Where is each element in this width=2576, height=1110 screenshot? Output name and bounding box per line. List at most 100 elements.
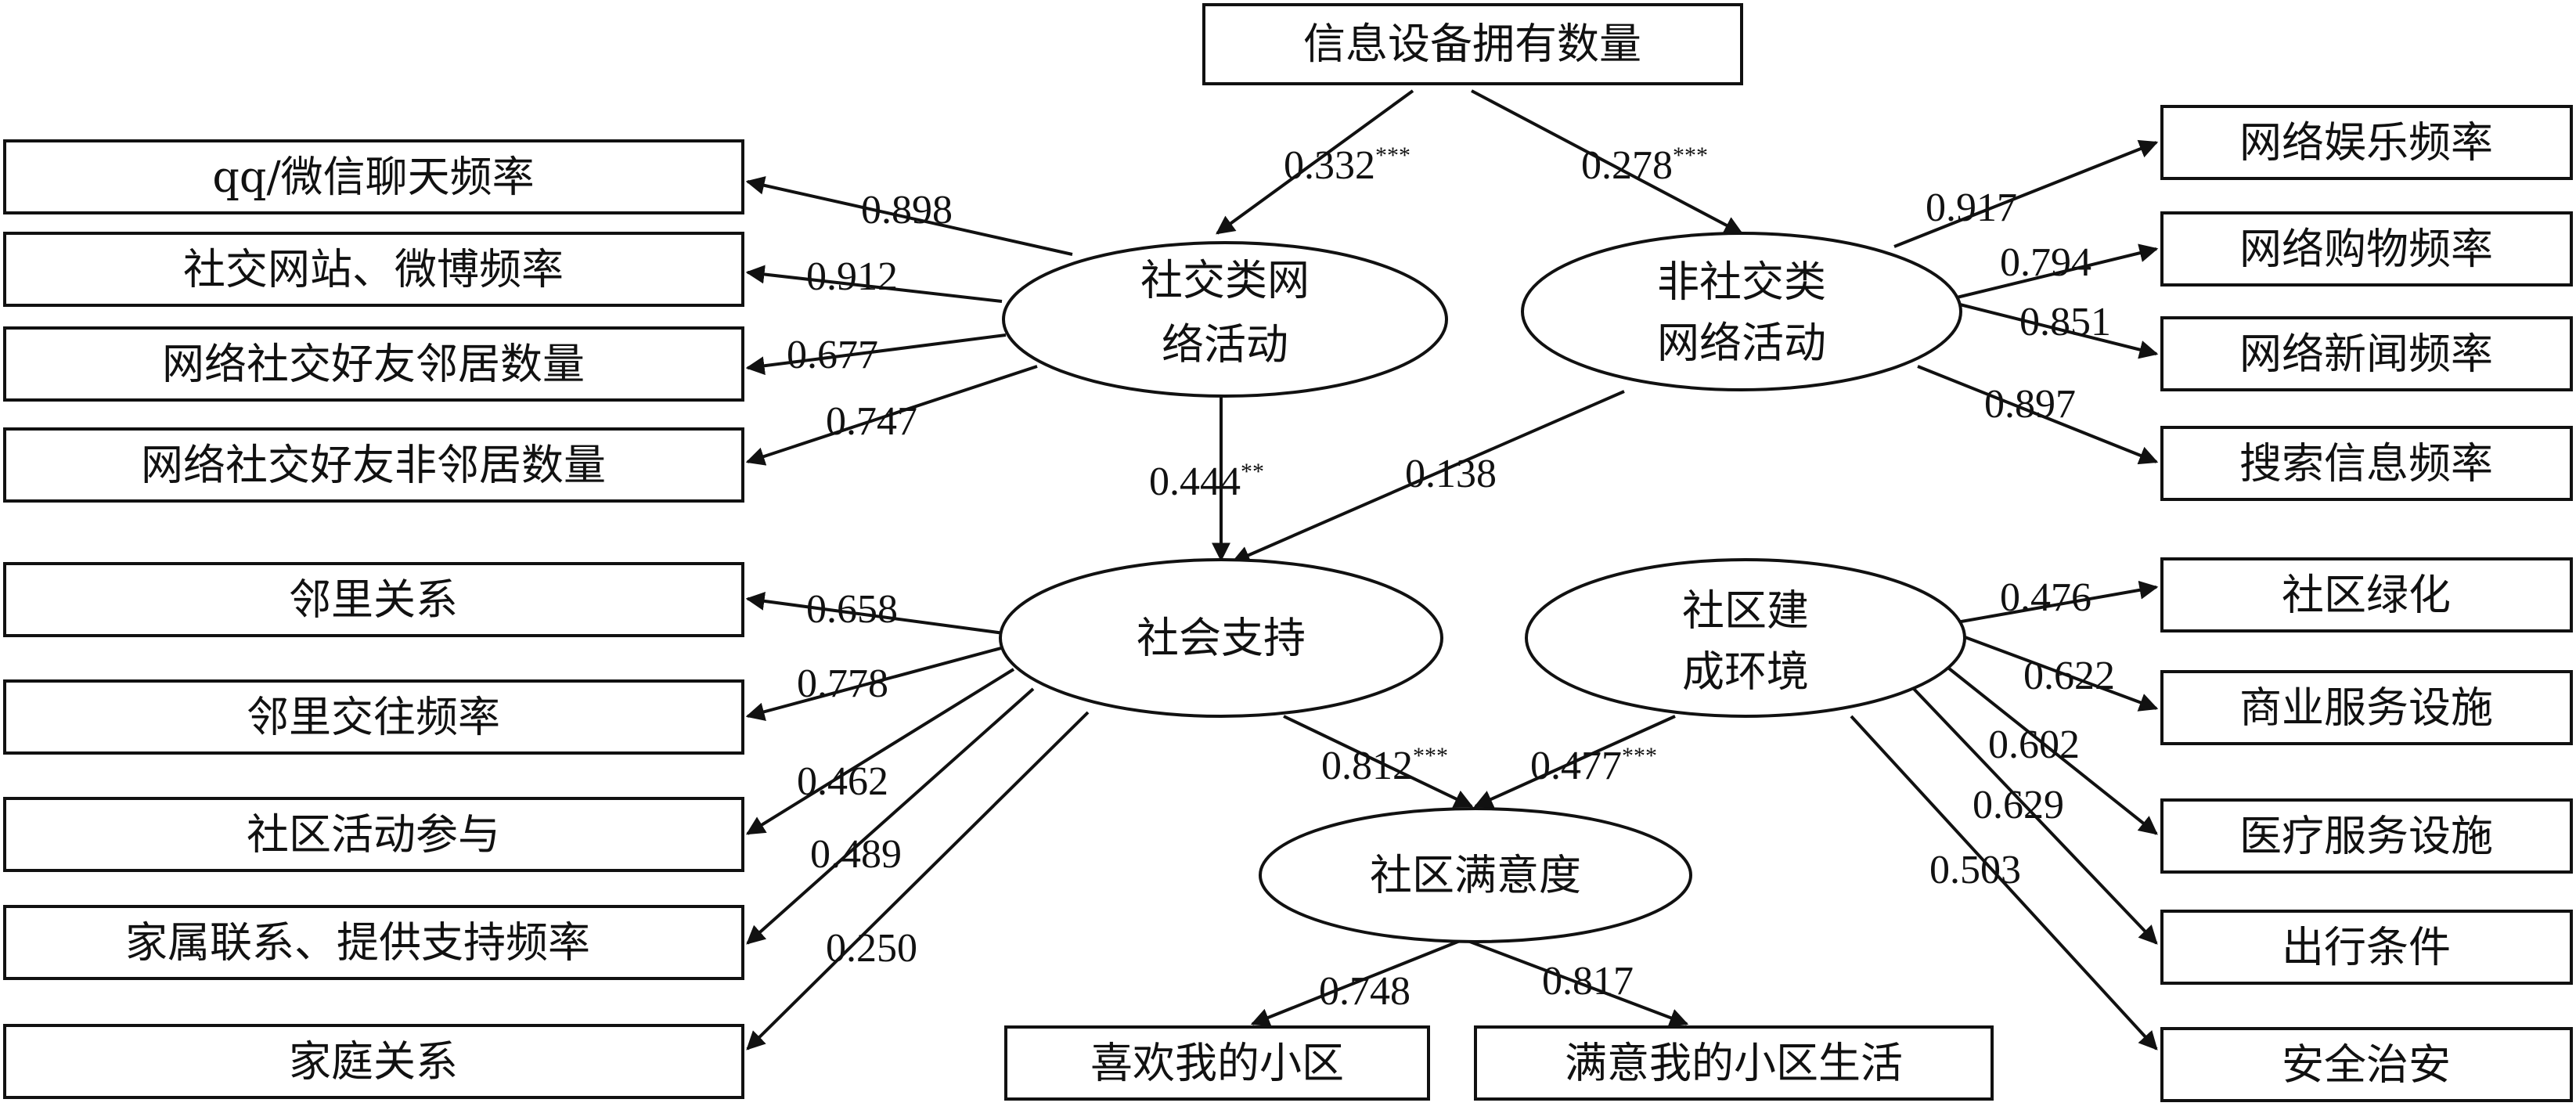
- box-news: 网络新闻频率: [2160, 316, 2573, 391]
- coef-weibo: 0.912: [806, 254, 898, 299]
- edge-env-to-travel: [1912, 687, 2158, 945]
- coef-news: 0.851: [2019, 300, 2111, 344]
- box-weibo-label: 社交网站、微博频率: [183, 245, 564, 294]
- box-nb-rel-label: 邻里关系: [289, 575, 458, 625]
- coef-social-to-support: 0.444**: [1149, 459, 1264, 504]
- coef-like: 0.748: [1319, 969, 1410, 1014]
- edge-nonsocial-to-ent: [1893, 139, 2159, 248]
- edge-support-to-nb-freq: [745, 644, 1011, 721]
- coef-medical: 0.602: [1988, 723, 2080, 767]
- edge-support-to-nb-rel: [745, 591, 1011, 636]
- box-devices: 信息设备拥有数量: [1202, 3, 1743, 85]
- coef-shop: 0.794: [2000, 240, 2091, 285]
- box-friends-nonnb: 网络社交好友非邻居数量: [3, 427, 744, 503]
- edge-nonsocial-to-news: [1956, 302, 2159, 359]
- box-green: 社区绿化: [2160, 557, 2573, 632]
- edge-social-to-friends-nb: [745, 333, 1007, 376]
- box-family-contact: 家属联系、提供支持频率: [3, 905, 744, 980]
- edge-nonsocial-to-search: [1917, 365, 2159, 465]
- latent-nonsocial-online-line2: 网络活动: [1657, 319, 1826, 368]
- coef-safety: 0.503: [1929, 848, 2021, 892]
- coef-family-contact: 0.489: [810, 832, 902, 877]
- coef-support-to-satisfaction-value: 0.812: [1321, 744, 1413, 788]
- box-nb-freq: 邻里交往频率: [3, 679, 744, 755]
- box-safety-label: 安全治安: [2282, 1040, 2451, 1090]
- latent-social-support-label: 社会支持: [1137, 614, 1306, 663]
- box-shop-label: 网络购物频率: [2239, 225, 2493, 274]
- box-satisfied-label: 满意我的小区生活: [1565, 1039, 1903, 1088]
- box-family-rel-label: 家庭关系: [289, 1037, 458, 1087]
- coef-env-to-satisfaction-value: 0.477: [1530, 744, 1622, 788]
- coef-ent: 0.917: [1926, 186, 2017, 230]
- coef-devices-to-nonsocial-value: 0.278: [1581, 143, 1673, 188]
- coef-nb-freq: 0.778: [797, 661, 888, 706]
- edge-env-to-medical: [1944, 664, 2158, 835]
- box-green-label: 社区绿化: [2282, 571, 2451, 620]
- box-nb-rel: 邻里关系: [3, 562, 744, 637]
- edge-support-to-family-rel: [746, 711, 1090, 1051]
- box-qq-label: qq/微信聊天频率: [212, 153, 534, 202]
- box-satisfied: 满意我的小区生活: [1474, 1025, 1994, 1101]
- coef-devices-to-nonsocial-sig: ***: [1673, 142, 1708, 168]
- latent-satisfaction-label: 社区满意度: [1370, 851, 1581, 900]
- latent-social-online-line1: 社交类网: [1140, 256, 1310, 305]
- latent-nonsocial-online-line1: 非社交类: [1657, 258, 1826, 307]
- coef-green: 0.476: [2000, 575, 2091, 620]
- coef-family-rel: 0.250: [826, 926, 917, 971]
- coef-social-to-support-sig: **: [1241, 459, 1264, 485]
- coef-comm-act: 0.462: [797, 759, 888, 804]
- coef-devices-to-social-value: 0.332: [1284, 143, 1375, 188]
- box-search-label: 搜索信息频率: [2239, 439, 2493, 488]
- latent-nonsocial-online: 非社交类 网络活动: [1521, 232, 1962, 391]
- box-search: 搜索信息频率: [2160, 426, 2573, 501]
- edge-satisfaction-to-satisfied: [1463, 938, 1689, 1027]
- box-medical: 医疗服务设施: [2160, 798, 2573, 874]
- edge-nonsocial-to-shop: [1956, 243, 2159, 299]
- box-devices-label: 信息设备拥有数量: [1303, 20, 1641, 69]
- coef-devices-to-social-sig: ***: [1375, 142, 1410, 168]
- edge-env-to-commerce: [1960, 634, 2159, 712]
- edge-devices-to-nonsocial-online: [1471, 89, 1744, 235]
- edge-nonsocial-online-to-support: [1230, 390, 1625, 564]
- coef-nonsocial-to-support: 0.138: [1405, 452, 1497, 496]
- edge-support-to-family-contact: [746, 687, 1035, 945]
- coef-qq: 0.898: [861, 188, 953, 232]
- box-comm-act: 社区活动参与: [3, 797, 744, 872]
- box-shop: 网络购物频率: [2160, 211, 2573, 287]
- box-safety: 安全治安: [2160, 1027, 2573, 1102]
- box-friends-nb-label: 网络社交好友邻居数量: [162, 340, 585, 389]
- edge-social-to-friends-nonnb: [745, 365, 1038, 466]
- box-like-label: 喜欢我的小区: [1090, 1039, 1344, 1088]
- latent-built-env-line2: 成环境: [1682, 647, 1809, 697]
- edge-social-to-qq: [745, 176, 1073, 256]
- box-qq: qq/微信聊天频率: [3, 139, 744, 214]
- latent-social-online: 社交类网 络活动: [1002, 241, 1448, 398]
- coef-env-to-satisfaction-sig: ***: [1622, 743, 1657, 769]
- edge-satisfaction-to-like: [1250, 938, 1465, 1027]
- coef-friends-nb: 0.677: [787, 333, 878, 377]
- latent-social-online-line2: 络活动: [1162, 320, 1288, 369]
- box-ent: 网络娱乐频率: [2160, 105, 2573, 180]
- box-family-rel: 家庭关系: [3, 1024, 744, 1099]
- edge-devices-to-social-online: [1216, 89, 1414, 235]
- box-news-label: 网络新闻频率: [2239, 330, 2493, 379]
- edge-support-to-satisfaction: [1283, 715, 1474, 808]
- coef-satisfied: 0.817: [1542, 959, 1634, 1004]
- box-weibo: 社交网站、微博频率: [3, 232, 744, 307]
- edge-support-to-comm-act: [745, 668, 1015, 835]
- edge-env-to-safety: [1850, 715, 2158, 1051]
- coef-support-to-satisfaction: 0.812***: [1321, 743, 1448, 788]
- coef-nb-rel: 0.658: [806, 587, 898, 632]
- coef-env-to-satisfaction: 0.477***: [1530, 743, 1657, 788]
- edge-env-to-green: [1956, 580, 2159, 624]
- box-friends-nonnb-label: 网络社交好友非邻居数量: [141, 441, 606, 490]
- box-medical-label: 医疗服务设施: [2239, 812, 2493, 861]
- box-travel-label: 出行条件: [2282, 923, 2451, 972]
- coef-support-to-satisfaction-sig: ***: [1413, 743, 1448, 769]
- coef-search: 0.897: [1984, 382, 2076, 427]
- coef-friends-nonnb: 0.747: [826, 399, 917, 444]
- box-ent-label: 网络娱乐频率: [2239, 118, 2493, 168]
- latent-built-env: 社区建 成环境: [1525, 558, 1966, 718]
- latent-social-support: 社会支持: [999, 558, 1443, 718]
